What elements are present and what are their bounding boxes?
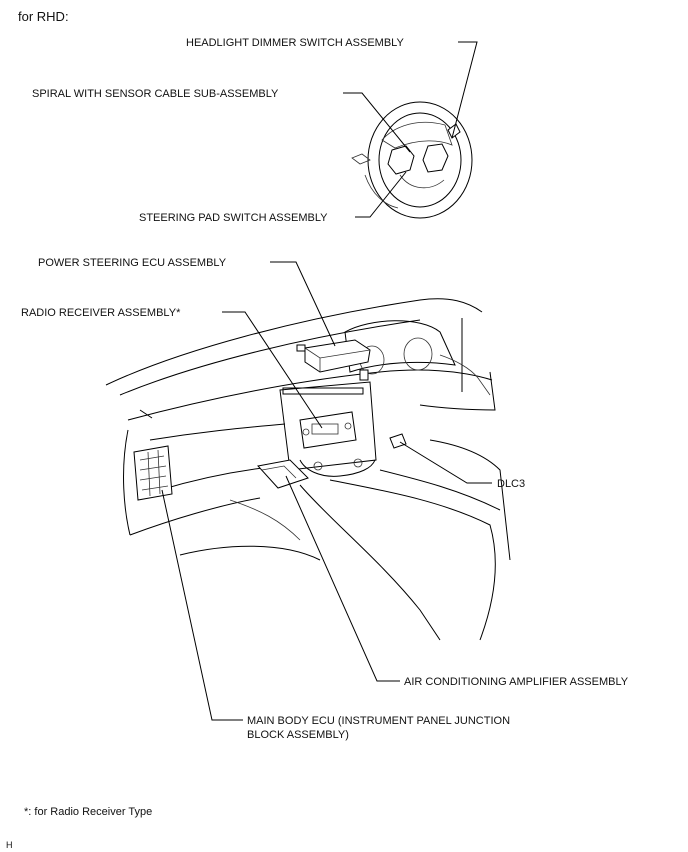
label-power-steering-ecu: POWER STEERING ECU ASSEMBLY (38, 257, 227, 269)
leader-air-conditioning (285, 475, 400, 682)
label-main-body-ecu-line1: MAIN BODY ECU (INSTRUMENT PANEL JUNCTION (247, 715, 511, 727)
page-title: for RHD: (18, 9, 69, 24)
label-main-body-ecu-line2: BLOCK ASSEMBLY) (247, 729, 349, 741)
leader-dlc3 (399, 441, 492, 484)
main-body-ecu (133, 445, 173, 501)
leader-power-steering (270, 261, 336, 347)
leader-spiral (343, 92, 411, 153)
leader-steering-pad (355, 171, 407, 218)
corner-mark: H (6, 840, 13, 850)
air-conditioning-amplifier (257, 459, 309, 489)
label-radio-receiver: RADIO RECEIVER ASSEMBLY* (21, 307, 181, 319)
label-spiral-sensor-cable: SPIRAL WITH SENSOR CABLE SUB-ASSEMBLY (32, 88, 279, 100)
steering-wheel (351, 101, 473, 219)
leader-headlight (451, 41, 478, 139)
leader-main-body-ecu (161, 489, 243, 721)
power-steering-ecu (296, 339, 371, 381)
label-air-conditioning-amplifier: AIR CONDITIONING AMPLIFIER ASSEMBLY (404, 676, 629, 688)
footnote: *: for Radio Receiver Type (24, 806, 153, 818)
dlc3-connector (389, 433, 407, 449)
label-dlc3: DLC3 (497, 478, 526, 490)
leader-radio (222, 311, 323, 429)
radio-receiver (299, 411, 357, 449)
label-headlight-dimmer-switch: HEADLIGHT DIMMER SWITCH ASSEMBLY (186, 37, 404, 49)
label-steering-pad-switch: STEERING PAD SWITCH ASSEMBLY (139, 212, 328, 224)
